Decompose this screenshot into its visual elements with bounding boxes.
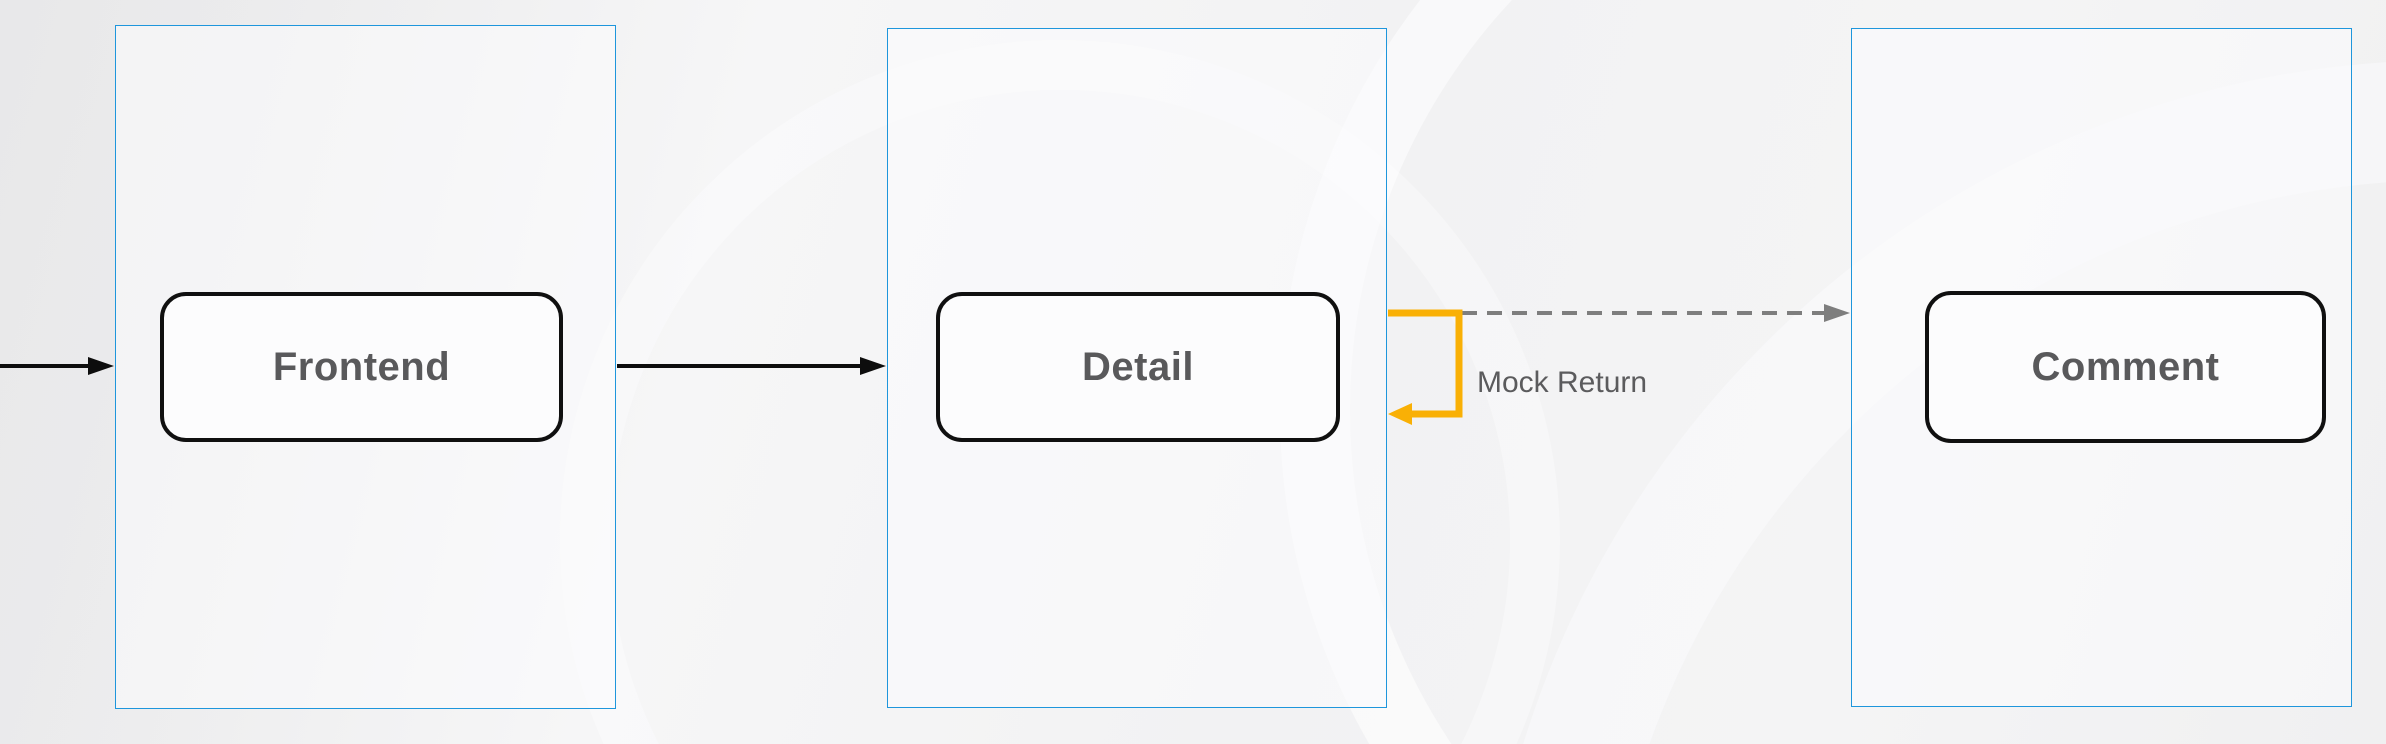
frontend-node-label: Frontend [272,344,451,389]
arrow-frontend-to-detail [617,357,886,375]
frontend-node: Frontend [160,292,563,442]
comment-node-label: Comment [2031,344,2220,389]
arrow-detail-to-comment-dashed [1462,304,1850,322]
arrow-in-to-frontend [0,357,114,375]
detail-node: Detail [936,292,1340,442]
arrow-mock-return [1388,309,1463,425]
detail-node-label: Detail [1082,344,1194,389]
mock-return-label: Mock Return [1477,366,1648,399]
comment-node: Comment [1925,291,2326,443]
